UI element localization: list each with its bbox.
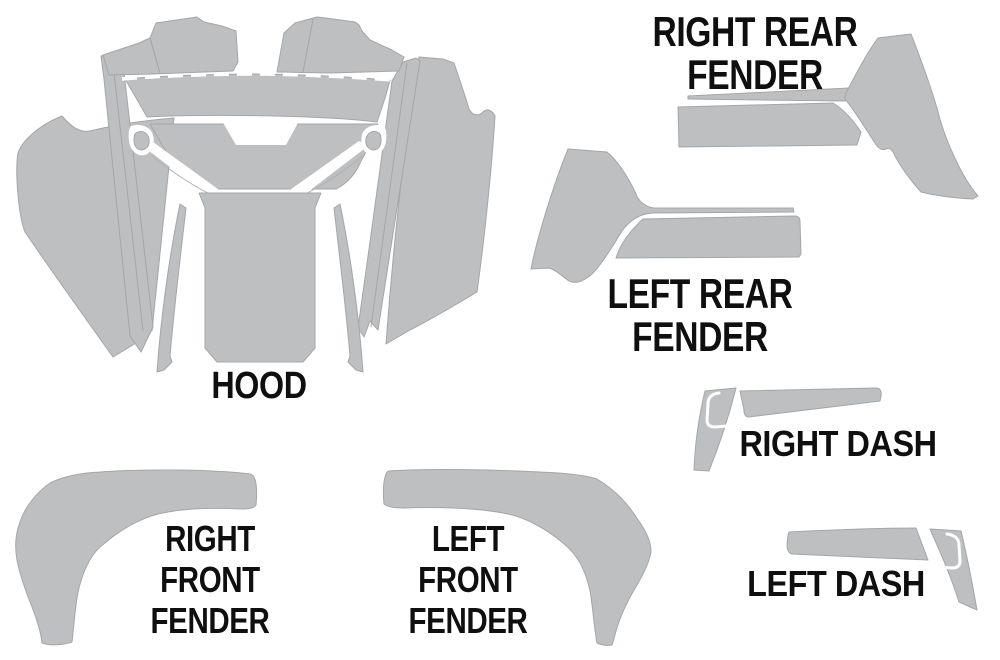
hood-left-hook-curl — [133, 131, 150, 151]
hood-left-leg-shape — [156, 203, 187, 373]
hood-top-right-flap-shape — [276, 16, 405, 74]
right-rear-fender-main-shape — [844, 33, 979, 200]
right-dash-panel-shape — [693, 387, 737, 472]
hood-right-hook-curl — [365, 131, 382, 151]
left-dash-notch-cut — [938, 532, 962, 570]
left-dash-assembly — [786, 527, 978, 611]
hood-right-wing-shape — [385, 56, 496, 345]
right-dash-strip-shape — [739, 387, 882, 418]
hood-scoop-shape — [198, 192, 322, 363]
right-dash-assembly — [693, 387, 882, 472]
hood-center-notch-cut — [222, 121, 299, 145]
left-dash-strip-shape — [786, 527, 929, 561]
left-rear-fender-assembly — [530, 148, 802, 283]
left-front-fender-shape — [382, 468, 652, 646]
hood-right-strip-seam — [370, 62, 408, 328]
left-dash-panel-shape — [929, 528, 978, 611]
hood-right-slit-cut — [287, 141, 368, 201]
right-rear-fender-assembly — [677, 33, 979, 200]
hood-top-right-flap-seam — [302, 18, 314, 73]
left-rear-fender-wedge-shape — [615, 215, 802, 259]
right-front-fender-shape — [15, 469, 258, 646]
hood-assembly — [16, 16, 496, 373]
hood-top-left-flap-shape — [102, 16, 239, 76]
hood-left-strip-seam — [112, 63, 144, 332]
hood-cowl-band-shape — [124, 73, 391, 123]
left-rear-fender-main-shape — [530, 148, 795, 283]
hood-right-leg-shape — [333, 203, 364, 373]
right-rear-fender-sliver-shape — [687, 87, 853, 102]
hood-left-slit-cut — [144, 142, 222, 201]
front-fenders — [15, 468, 652, 646]
right-dash-notch-cut — [705, 391, 729, 429]
right-rear-fender-wedge-shape — [677, 102, 862, 148]
hood-top-left-flap-seam — [149, 37, 161, 74]
